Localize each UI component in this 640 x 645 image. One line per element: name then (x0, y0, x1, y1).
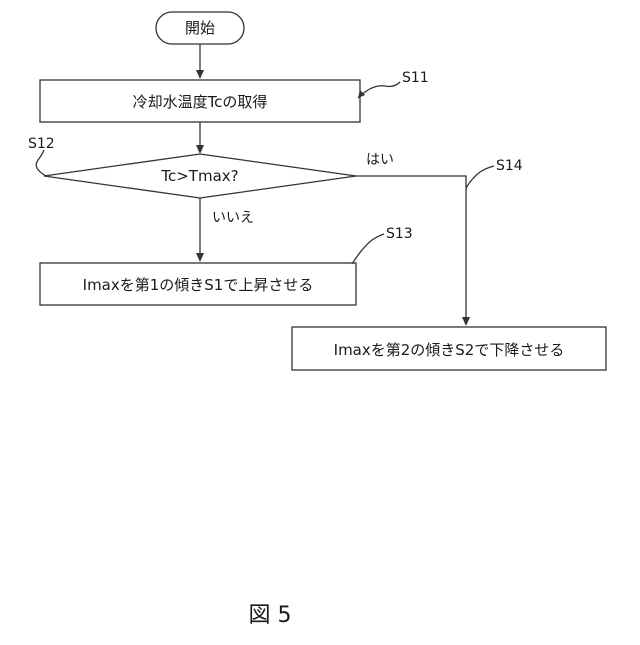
decision-s12-text: Tc>Tmax? (160, 167, 238, 185)
connector-s11-to-s12 (196, 122, 204, 154)
step-tag-s13: S13 (352, 226, 413, 264)
step-tag-s14: S14 (466, 158, 523, 188)
step-tag-s12: S12 (28, 136, 55, 176)
process-s13-text: Imaxを第1の傾きS1で上昇させる (83, 276, 314, 294)
decision-s12: Tc>Tmax? (44, 154, 356, 198)
start-label: 開始 (185, 19, 215, 37)
step-label-s12: S12 (28, 136, 55, 152)
branch-no-label: いいえ (212, 210, 254, 226)
branch-no: いいえ (196, 198, 254, 262)
process-s11-text: 冷却水温度Tcの取得 (133, 93, 268, 111)
step-label-s11: S11 (402, 70, 429, 86)
connector-start-to-s11 (196, 44, 204, 79)
process-s14: Imaxを第2の傾きS2で下降させる (292, 327, 606, 370)
branch-yes-label: はい (366, 152, 394, 168)
process-s13: Imaxを第1の傾きS1で上昇させる (40, 263, 356, 305)
process-s14-text: Imaxを第2の傾きS2で下降させる (334, 341, 565, 359)
step-tag-s11: S11 (358, 70, 429, 98)
figure-caption: 図 5 (249, 603, 292, 628)
step-label-s13: S13 (386, 226, 413, 242)
start-terminal: 開始 (156, 12, 244, 44)
process-s11: 冷却水温度Tcの取得 (40, 80, 360, 122)
step-label-s14: S14 (496, 158, 523, 174)
